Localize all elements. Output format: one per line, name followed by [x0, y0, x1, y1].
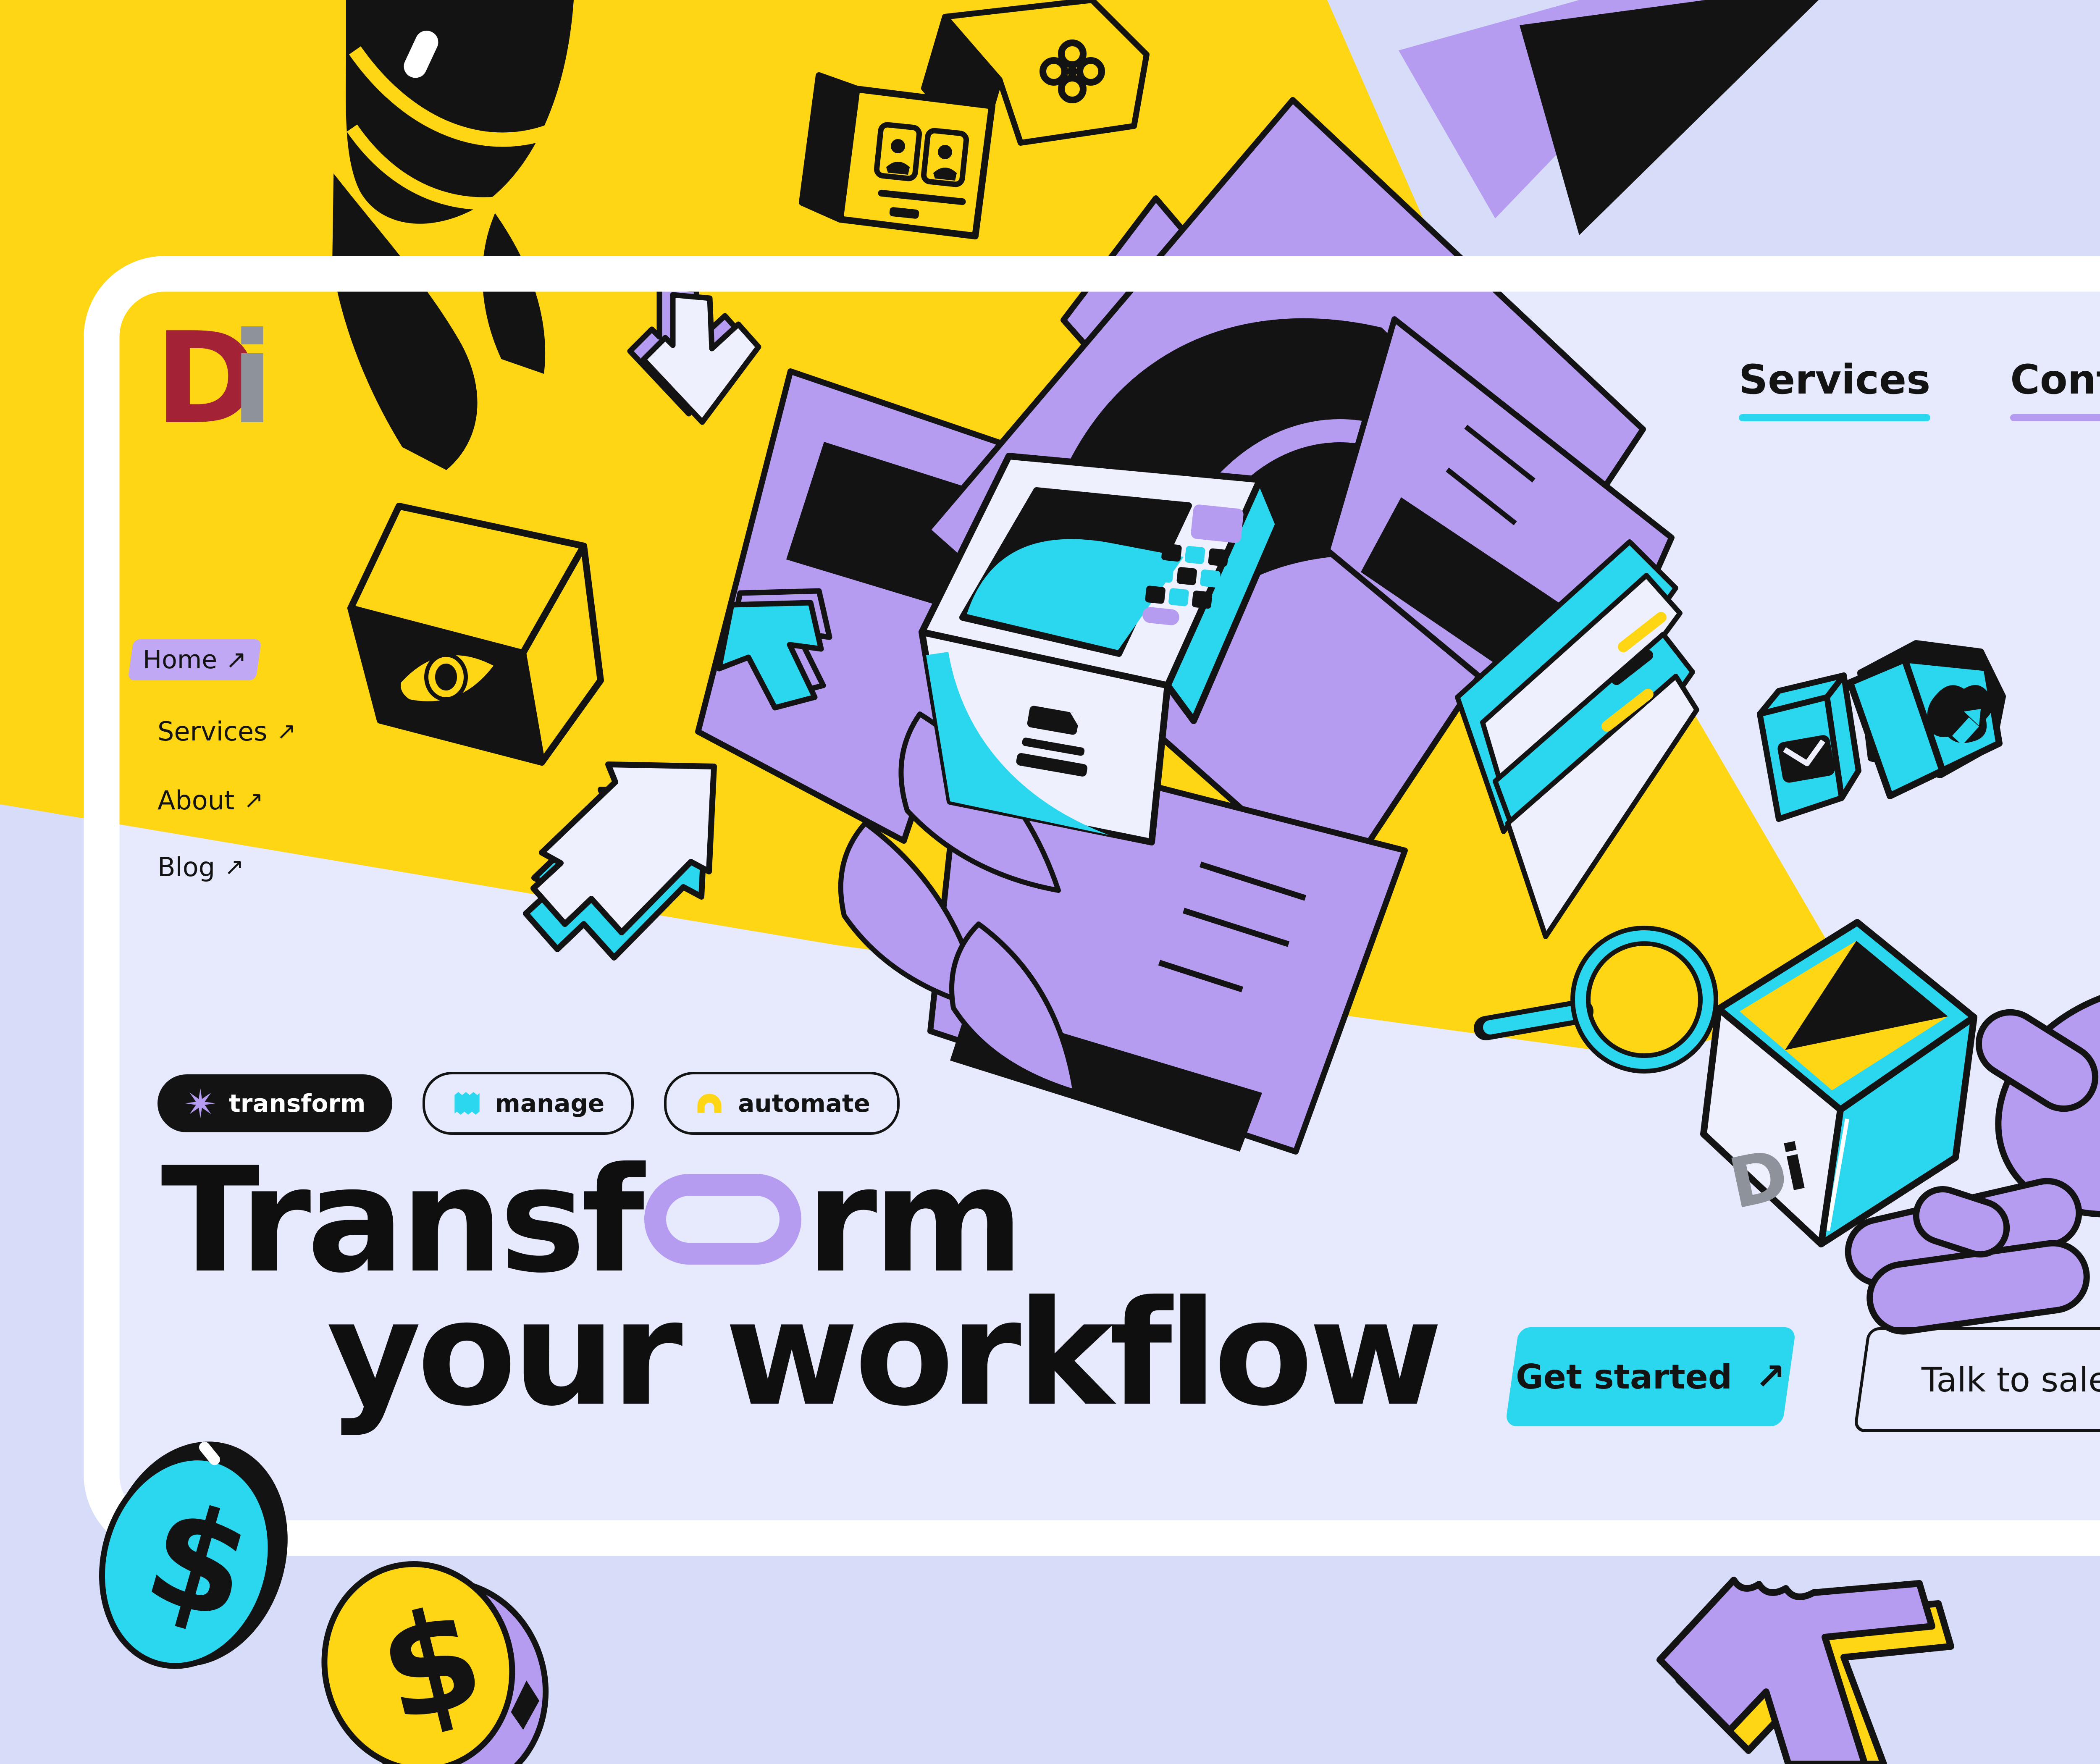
id-card-cube-illustration [799, 72, 995, 239]
sidebar-item-about-label: About [158, 785, 235, 816]
logo-letter-i: i [231, 305, 274, 452]
pixel-arrow-down-icon [627, 284, 761, 425]
ne-arrow-icon: ↗ [225, 645, 247, 675]
magnifier-icon [1474, 926, 1718, 1074]
pixel-arrow-bottom-right-icon [1656, 1577, 1954, 1764]
cyan-coin-illustration: $ [99, 1441, 288, 1669]
paper-ribbon-illustration [695, 0, 1819, 1155]
talk-to-sales-button[interactable]: Talk to sales [1853, 1327, 2100, 1432]
sidebar-item-home-label: Home [142, 645, 217, 675]
card-border [84, 256, 2100, 1556]
ne-arrow-icon: ↗ [244, 787, 264, 814]
nav-contact-underline [2010, 414, 2100, 421]
fingertip-illustration [1913, 1186, 2010, 1258]
get-started-label: Get started [1515, 1357, 1732, 1396]
tag-transform[interactable]: transform [158, 1074, 393, 1132]
tag-manage[interactable]: manage [423, 1072, 634, 1135]
logo[interactable]: Di [155, 316, 274, 442]
hand-illustration [1845, 983, 2100, 1335]
ne-arrow-icon: ↗ [1755, 1356, 1786, 1398]
sidebar-item-blog[interactable]: Blog ↗ [158, 852, 244, 882]
nav-link-contact[interactable]: Contact [2010, 356, 2100, 421]
nav-link-services-label: Services [1739, 356, 1931, 403]
nav-link-services[interactable]: Services [1739, 356, 1931, 421]
sidebar-item-services-label: Services [158, 716, 268, 747]
title-line2: your workflow [327, 1270, 1443, 1438]
yellow-coin-illustration: $ [321, 1561, 549, 1764]
talk-to-sales-label: Talk to sales [1922, 1360, 2100, 1399]
ne-arrow-icon: ↗ [276, 718, 297, 745]
sidebar-item-home[interactable]: Home ↗ [128, 639, 262, 680]
tag-transform-label: transform [229, 1089, 366, 1118]
scanner-illustration [919, 453, 1282, 845]
pixel-arrow-downleft-icon [716, 588, 832, 711]
nav-link-contact-label: Contact [2010, 356, 2100, 403]
title-line1-post: rm [806, 1137, 1024, 1305]
tag-automate-label: automate [738, 1089, 870, 1118]
heading-o-pill [644, 1174, 802, 1265]
sidebar-item-services[interactable]: Services ↗ [158, 716, 296, 747]
envelope-cube-illustration [1757, 672, 1861, 822]
ne-arrow-icon: ↗ [224, 853, 244, 881]
title-line1-pre: Transf [161, 1137, 644, 1305]
flower-cube-illustration [921, 0, 1150, 154]
nav-services-underline [1739, 414, 1931, 421]
top-navigation: Services Contact [1739, 356, 2100, 421]
eye-cube-illustration [347, 503, 604, 766]
feature-tags: transform manage automate [158, 1072, 900, 1135]
tag-manage-label: manage [495, 1089, 605, 1118]
upload-cube-illustration [1847, 640, 2006, 799]
arch-icon [697, 1094, 722, 1113]
brand-cube-illustration: D i [1700, 919, 1977, 1247]
sidebar-item-about[interactable]: About ↗ [158, 785, 263, 816]
stamp-icon [454, 1092, 480, 1115]
star-icon [185, 1088, 216, 1119]
logo-letter-d: D [155, 305, 259, 452]
get-started-button[interactable]: Get started ↗ [1505, 1327, 1796, 1426]
sidebar-item-blog-label: Blog [158, 852, 215, 882]
tag-automate[interactable]: automate [664, 1072, 900, 1135]
pixel-arrow-upright-icon [523, 761, 717, 961]
cta-buttons: Get started ↗ Talk to sales [1505, 1327, 2100, 1432]
folders-illustration [1455, 539, 1699, 939]
